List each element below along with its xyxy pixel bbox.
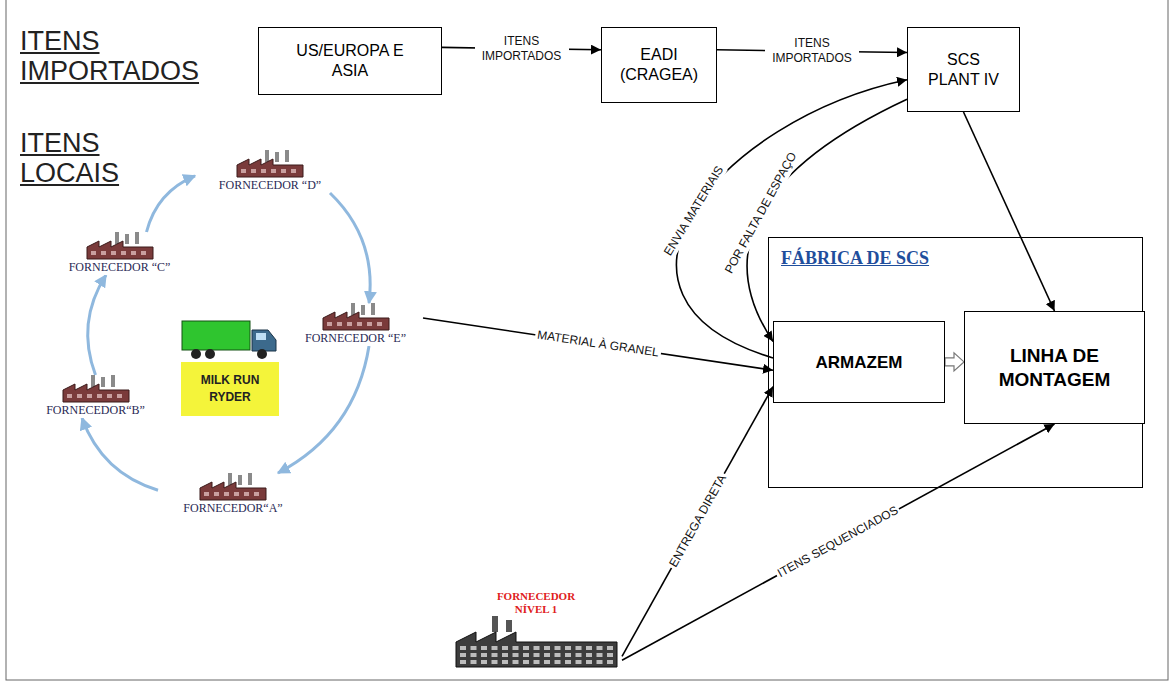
node-text: ARMAZEM — [816, 352, 903, 373]
node-text: FORNECEDOR “E” — [303, 331, 408, 346]
edge-label: ITENS IMPORTADOS — [765, 36, 859, 66]
factory-icon — [85, 232, 155, 260]
node-text: FORNECEDOR “D” — [217, 178, 323, 193]
supplier-node: FORNECEDOR“B” — [28, 375, 163, 418]
supplier-node: FORNECEDOR“A” — [158, 473, 308, 516]
connector-arrow — [423, 318, 773, 370]
node-text: US/EUROPA E ASIA — [290, 41, 410, 81]
milk-run-loop — [330, 193, 370, 303]
node-text: FORNECEDOR“A” — [181, 501, 284, 516]
edge-label: ITENS SEQUENCIADOS — [773, 502, 903, 582]
milk-run-loop — [82, 418, 158, 490]
factory-region: FÁBRICA DE SCS ARMAZEM LINHA DE MONTAGEM — [768, 237, 1143, 488]
supplier-node: FORNECEDOR “D” — [195, 150, 345, 193]
connector-arrow — [622, 387, 773, 657]
connector-arrow — [677, 80, 907, 358]
connector-arrow — [622, 424, 1055, 660]
section-heading: ITENS LOCAIS — [20, 128, 170, 188]
node-text: SCS PLANT IV — [921, 50, 1006, 90]
milk-run-loop — [88, 275, 106, 375]
milk-run-loop — [278, 346, 369, 473]
node-text: FORNECEDOR“B” — [44, 403, 147, 418]
node-text: FORNECEDOR “C” — [67, 260, 173, 275]
process-box: LINHA DE MONTAGEM — [964, 311, 1145, 424]
edge-label: ENTREGA DIRETA — [665, 471, 731, 572]
node-text: LINHA DE MONTAGEM — [972, 344, 1137, 392]
connector-arrow — [747, 99, 907, 341]
node-text: FORNECEDOR NÍVEL 1 — [491, 590, 581, 616]
building-icon — [454, 616, 619, 668]
process-box: EADI (CRAGEA) — [601, 27, 717, 103]
edge-label: ENVIA MATERIAIS — [660, 162, 728, 261]
frame-border — [6, 0, 1168, 680]
connector-arrow — [964, 112, 1055, 311]
truck-icon — [180, 318, 280, 360]
milk-run-node: MILK RUN RYDER — [178, 318, 282, 416]
node-text: EADI (CRAGEA) — [614, 45, 704, 85]
factory-icon — [235, 150, 305, 178]
factory-icon — [321, 303, 391, 331]
section-heading: ITENS IMPORTADOS — [20, 26, 230, 86]
milk-run-box: MILK RUN RYDER — [181, 362, 279, 416]
process-box: ARMAZEM — [773, 321, 945, 403]
tier1-supplier-node: FORNECEDOR NÍVEL 1 — [450, 590, 622, 668]
block-arrow — [945, 353, 964, 371]
milk-run-loop — [147, 176, 196, 232]
node-text: FÁBRICA DE SCS — [781, 248, 929, 269]
factory-icon — [61, 375, 131, 403]
edge-label: MATERIAL À GRANEL — [534, 327, 662, 361]
process-box: SCS PLANT IV — [907, 27, 1020, 112]
edge-label: ITENS IMPORTADOS — [475, 34, 569, 64]
process-box: US/EUROPA E ASIA — [258, 27, 442, 95]
factory-icon — [198, 473, 268, 501]
supplier-node: FORNECEDOR “E” — [288, 303, 423, 346]
node-text: MILK RUN RYDER — [195, 372, 265, 406]
supplier-node: FORNECEDOR “C” — [52, 232, 187, 275]
